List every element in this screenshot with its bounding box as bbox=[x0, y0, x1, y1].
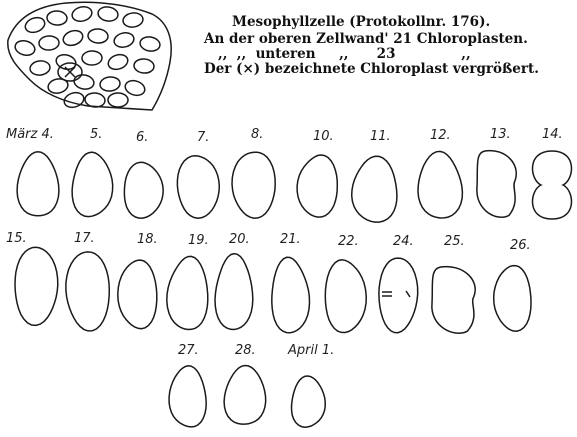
chloroplast-outline bbox=[15, 247, 58, 325]
chloroplast-outline bbox=[224, 366, 266, 425]
mesophyll-cell-sketch bbox=[8, 2, 171, 110]
chloroplast-outline bbox=[177, 156, 219, 218]
cell-chloroplast bbox=[97, 6, 119, 23]
cell-chloroplast bbox=[82, 51, 102, 65]
chloroplast-outline bbox=[272, 257, 310, 333]
date-label: 13. bbox=[490, 127, 511, 142]
caption-marked-chloroplast: Der (×) bezeichnete Chloroplast vergröße… bbox=[204, 61, 539, 77]
chloroplast-outline bbox=[432, 267, 475, 334]
date-label: April 1. bbox=[288, 343, 334, 358]
date-label: 26. bbox=[510, 238, 531, 253]
caption-lower-wall: ,, ,, unteren ,, 23 ,, bbox=[218, 46, 471, 62]
cell-chloroplast bbox=[139, 35, 161, 52]
chloroplast-outline bbox=[66, 252, 109, 331]
chloroplast-series bbox=[15, 151, 572, 428]
cell-chloroplast bbox=[29, 60, 51, 76]
date-label: 7. bbox=[197, 130, 209, 145]
date-label: März 4. bbox=[6, 127, 54, 142]
cell-chloroplast bbox=[47, 10, 68, 25]
cell-chloroplast bbox=[73, 73, 95, 91]
cell-chloroplast bbox=[123, 78, 146, 97]
date-label: 28. bbox=[235, 343, 256, 358]
date-label: 6. bbox=[136, 130, 148, 145]
date-label: 17. bbox=[74, 231, 95, 246]
cell-chloroplast bbox=[122, 12, 144, 29]
cell-chloroplast bbox=[71, 5, 94, 23]
chloroplast-outline bbox=[124, 162, 163, 218]
date-label: 27. bbox=[178, 343, 199, 358]
chloroplast-outline bbox=[292, 376, 326, 427]
cell-chloroplast bbox=[23, 15, 47, 35]
date-label: 24. bbox=[393, 234, 414, 249]
chloroplast-outline bbox=[72, 152, 113, 216]
date-label: 25. bbox=[444, 234, 465, 249]
cell-chloroplast bbox=[113, 31, 136, 49]
cell-chloroplast bbox=[14, 39, 37, 58]
chloroplast-outline bbox=[494, 266, 531, 332]
date-label: 5. bbox=[90, 127, 102, 142]
date-label: 21. bbox=[280, 232, 301, 247]
division-line bbox=[382, 291, 410, 297]
cell-chloroplast bbox=[133, 58, 154, 74]
chloroplast-outline bbox=[297, 155, 337, 217]
cell-chloroplast bbox=[99, 76, 120, 92]
chloroplast-outline bbox=[325, 260, 366, 333]
chloroplast-outline bbox=[17, 152, 59, 216]
date-label: 12. bbox=[430, 128, 451, 143]
cell-chloroplast bbox=[39, 36, 59, 51]
date-label: 8. bbox=[251, 127, 263, 142]
chloroplast-outline bbox=[477, 151, 516, 218]
date-label: 15. bbox=[6, 231, 27, 246]
date-label: 14. bbox=[542, 127, 563, 142]
cell-chloroplast bbox=[61, 28, 84, 48]
chloroplast-outline bbox=[169, 366, 206, 427]
chloroplast-outline bbox=[167, 256, 208, 329]
chloroplast-outline bbox=[232, 152, 275, 218]
date-label: 22. bbox=[338, 234, 359, 249]
chloroplast-outline bbox=[418, 151, 462, 218]
caption-title: Mesophyllzelle (Protokollnr. 176). bbox=[232, 14, 490, 30]
cell-chloroplast bbox=[106, 52, 129, 71]
cell-chloroplast bbox=[108, 93, 128, 107]
cell-chloroplast bbox=[88, 28, 109, 43]
date-label: 11. bbox=[370, 129, 391, 144]
date-label: 10. bbox=[313, 129, 334, 144]
caption-upper-wall: An der oberen Zellwand' 21 Chloroplasten… bbox=[204, 31, 528, 47]
chloroplast-outline bbox=[215, 254, 253, 330]
date-label: 20. bbox=[229, 232, 250, 247]
date-label: 18. bbox=[137, 232, 158, 247]
cell-chloroplast bbox=[62, 90, 85, 109]
chloroplast-outline bbox=[352, 156, 397, 222]
date-label: 19. bbox=[188, 233, 209, 248]
cross-icon bbox=[58, 63, 82, 81]
chloroplast-outline bbox=[118, 260, 157, 329]
chloroplast-outline bbox=[532, 151, 571, 219]
